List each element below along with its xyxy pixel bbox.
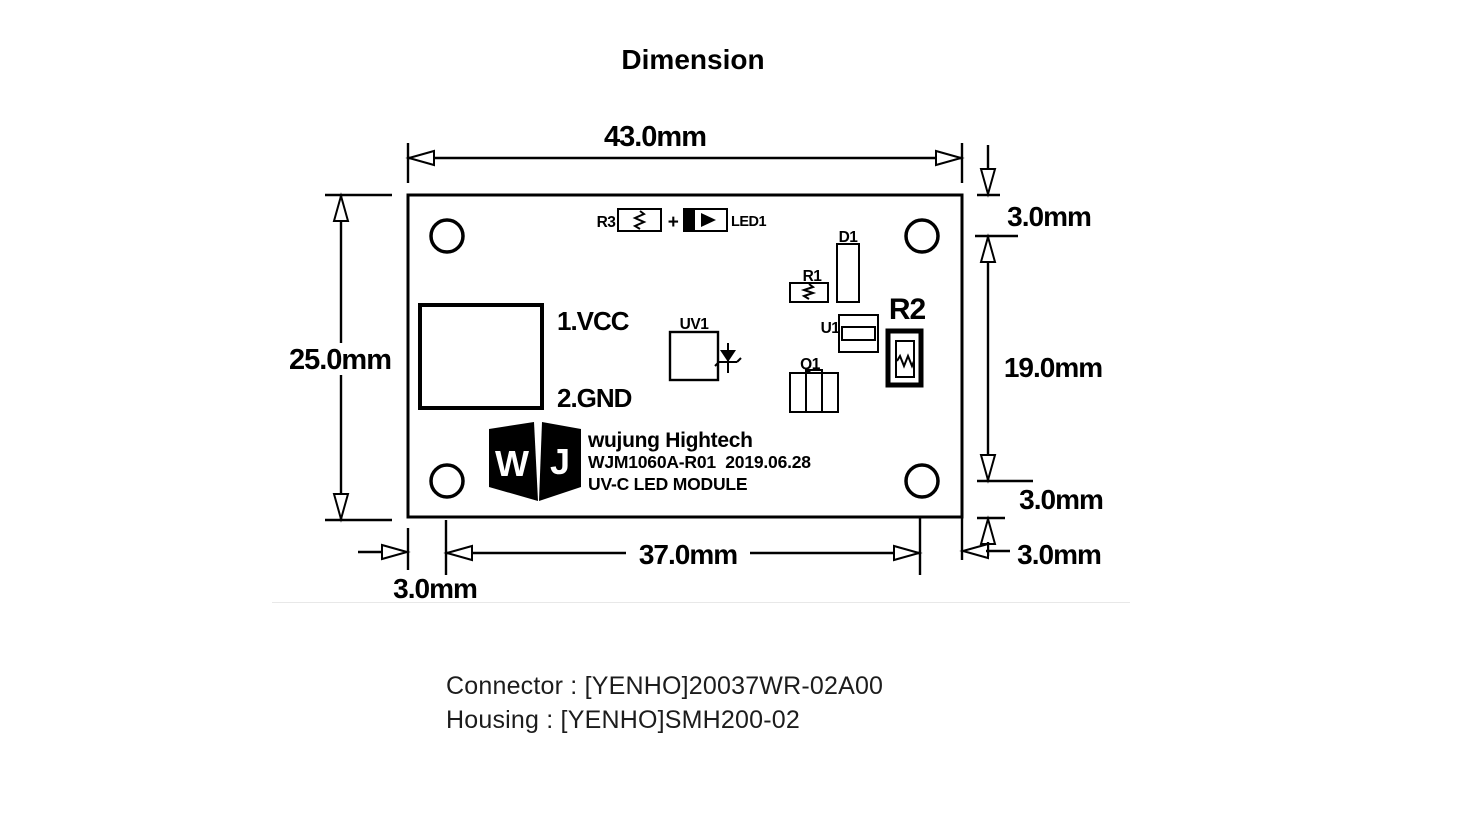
mounting-hole-bottom-right — [904, 463, 940, 499]
dim-hole-offset-bottom-label: 3.0mm — [1019, 484, 1103, 515]
r1-label: R1 — [803, 268, 823, 285]
dim-hole-span-vertical-label: 19.0mm — [1004, 352, 1102, 383]
dim-hole-span-vertical: 19.0mm — [977, 233, 1103, 484]
arrowhead — [405, 149, 435, 167]
r3-body — [617, 208, 662, 232]
note-connector: Connector : [YENHO]20037WR-02A00 — [446, 672, 884, 700]
dim-board-height-label: 25.0mm — [289, 344, 391, 376]
arrowhead — [332, 192, 350, 222]
mounting-hole-bottom-left — [429, 463, 465, 499]
d1-body — [836, 243, 860, 303]
r1-body — [789, 282, 829, 303]
dim-board-width-label: 43.0mm — [604, 121, 706, 153]
led1-label: LED1 — [731, 214, 767, 230]
u1-body — [838, 314, 879, 353]
dim-hole-offset-right-edge: 3.0mm — [959, 517, 1102, 570]
pin2-label: 2.GND — [557, 383, 632, 413]
q1-label: Q1 — [800, 356, 821, 373]
pin1-label: 1.VCC — [557, 306, 630, 336]
logo-product-name: UV-C LED MODULE — [588, 474, 747, 494]
dim-hole-offset-left-edge-label: 3.0mm — [393, 573, 477, 604]
arrowhead — [443, 544, 473, 562]
u1-label: U1 — [821, 320, 841, 337]
dim-board-width: 43.0mm — [405, 121, 965, 183]
d1-label: D1 — [839, 229, 859, 246]
dim-hole-span-horizontal-label: 37.0mm — [639, 539, 737, 570]
uv1-label: UV1 — [680, 316, 710, 333]
part-notes: Connector : [YENHO]20037WR-02A00 Housing… — [446, 669, 883, 737]
arrowhead — [979, 515, 997, 545]
logo-company-name: wujung Hightech — [587, 429, 753, 452]
logo-right-panel — [539, 422, 581, 501]
arrowhead — [893, 544, 923, 562]
dimension-annotations: 43.0mm 25.0mm 3.0mm — [284, 121, 1104, 604]
uv1-diode-symbol — [714, 343, 742, 373]
logo-left-panel — [489, 422, 538, 501]
r2-label: R2 — [889, 293, 926, 326]
logo-letter-j: J — [550, 441, 570, 482]
logo: W J wujung Hightech WJM1060A-R01 2019.06… — [489, 422, 812, 501]
r1-zigzag-symbol — [800, 283, 817, 300]
dim-hole-offset-top: 3.0mm — [975, 145, 1092, 238]
mounting-hole-top-right — [904, 218, 940, 254]
silkscreen: 1.VCC 2.GND R3 + LED1 D1 R1 UV1 — [557, 208, 926, 413]
led1-cathode-band — [684, 209, 695, 231]
arrowhead — [979, 454, 997, 484]
dim-hole-span-horizontal: 37.0mm — [443, 517, 923, 575]
led1-triangle-symbol — [701, 213, 716, 227]
dim-hole-offset-top-label: 3.0mm — [1007, 201, 1091, 232]
arrowhead — [979, 233, 997, 263]
note-housing: Housing : [YENHO]SMH200-02 — [446, 706, 800, 734]
arrowhead — [332, 493, 350, 523]
r3-zigzag-symbol — [632, 210, 647, 230]
q1-center-pad — [805, 369, 823, 413]
mounting-hole-top-left — [429, 218, 465, 254]
dim-hole-offset-right-edge-label: 3.0mm — [1017, 539, 1101, 570]
section-divider — [272, 602, 1130, 603]
logo-model-date: WJM1060A-R01 2019.06.28 — [588, 452, 811, 472]
connector-block — [418, 303, 544, 410]
polarity-plus-sign: + — [668, 212, 679, 233]
dim-hole-offset-left-edge: 3.0mm — [358, 528, 478, 604]
dim-board-height: 25.0mm — [284, 192, 396, 523]
arrowhead — [959, 542, 989, 560]
r2-zigzag-symbol — [896, 353, 915, 369]
page-title: Dimension — [621, 44, 765, 75]
r3-label: R3 — [597, 214, 617, 231]
r2-inner-pad — [895, 340, 915, 378]
arrowhead — [935, 149, 965, 167]
u1-inner-band — [841, 326, 876, 341]
arrowhead — [381, 543, 411, 561]
arrowhead — [979, 168, 997, 198]
uv1-body — [668, 330, 720, 382]
logo-letter-w: W — [495, 443, 529, 484]
